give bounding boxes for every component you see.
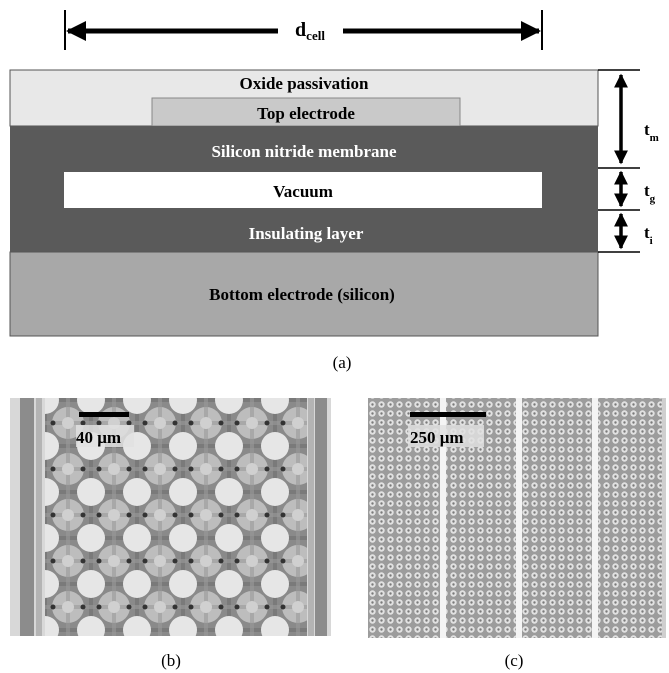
- scale-label-c: 250 μm: [410, 428, 464, 447]
- tm-label: tm: [644, 120, 659, 144]
- panel-a: dcell Oxide passivation Top electrode Si…: [9, 10, 659, 372]
- column-divider: [592, 398, 598, 638]
- scale-label-c-bg: [408, 425, 484, 447]
- vacuum-gap: [64, 172, 542, 208]
- vacuum-label: Vacuum: [273, 182, 333, 201]
- column-divider: [440, 398, 446, 638]
- caption-c: (c): [505, 651, 524, 670]
- column-divider: [516, 398, 522, 638]
- insulating-label: Insulating layer: [249, 224, 364, 243]
- bottom-electrode-layer: [9, 251, 599, 337]
- panel-b: 40 μm (b): [10, 398, 331, 670]
- scale-label-b-bg: [76, 425, 134, 447]
- caption-a: (a): [333, 353, 352, 372]
- micrograph-c-column-dividers: [362, 398, 598, 638]
- membrane-label: Silicon nitride membrane: [211, 142, 397, 161]
- panel-c: 250 μm (c): [362, 398, 666, 670]
- micrograph-b-right-bus: [308, 398, 314, 636]
- column-divider: [362, 398, 368, 638]
- thickness-dimensions: tm tg ti: [598, 69, 659, 253]
- scale-label-b: 40 μm: [76, 428, 121, 447]
- scale-bar-c: [410, 412, 486, 417]
- d-cell-dimension: dcell: [64, 10, 543, 50]
- bottom-electrode-label: Bottom electrode (silicon): [209, 285, 395, 304]
- scale-bar-b: [79, 412, 129, 417]
- top-electrode-label: Top electrode: [257, 104, 355, 123]
- micrograph-b-left-bus: [36, 398, 42, 636]
- tg-label: tg: [644, 181, 656, 205]
- micrograph-b-left-strip: [20, 398, 34, 636]
- d-cell-label: dcell: [295, 19, 325, 43]
- ti-label: ti: [644, 223, 653, 247]
- caption-b: (b): [161, 651, 181, 670]
- micrograph-b-right-strip: [315, 398, 327, 636]
- oxide-passivation-label: Oxide passivation: [240, 74, 369, 93]
